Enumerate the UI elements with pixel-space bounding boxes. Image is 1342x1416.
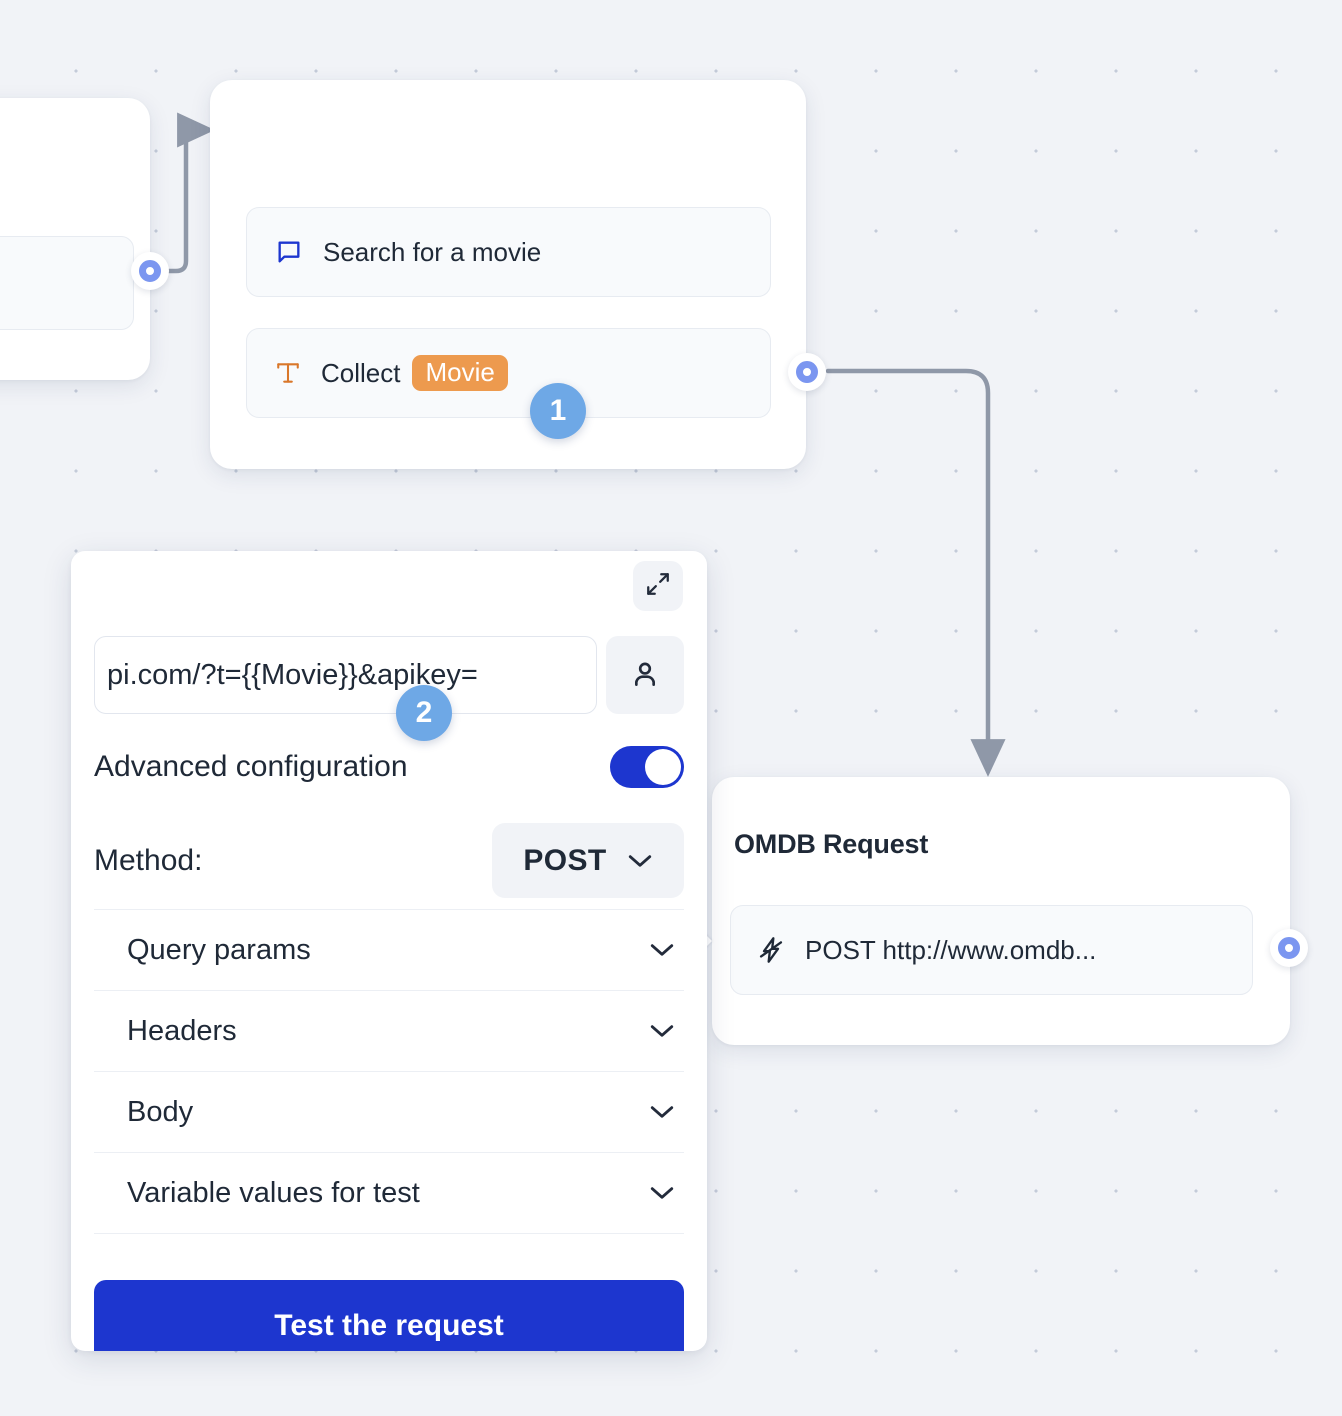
advanced-configuration-label: Advanced configuration	[94, 750, 408, 783]
row-omdb-post[interactable]: POST http://www.omdb...	[730, 905, 1253, 995]
toggle-knob	[645, 749, 681, 785]
authorization-button[interactable]	[606, 636, 684, 714]
port-movie-search-output[interactable]	[788, 353, 826, 391]
method-row: Method: POST	[94, 823, 684, 898]
expand-diagonal-icon	[645, 571, 671, 602]
row-collect-movie[interactable]: Collect Movie	[246, 328, 771, 418]
node-previous-row[interactable]	[0, 236, 134, 330]
section-variable-values-for-test[interactable]: Variable values for test	[94, 1153, 684, 1234]
expand-panel-button[interactable]	[633, 561, 683, 611]
variable-tag-movie[interactable]: Movie	[412, 355, 508, 391]
section-body[interactable]: Body	[94, 1072, 684, 1153]
node-omdb-request-title: OMDB Request	[734, 829, 929, 859]
advanced-configuration-row: Advanced configuration	[94, 746, 684, 788]
lightning-bolt-icon	[757, 935, 785, 965]
row-collect-text: Collect	[321, 357, 401, 388]
chevron-down-icon	[649, 1185, 675, 1201]
section-label: Variable values for test	[127, 1176, 420, 1209]
method-value: POST	[523, 843, 607, 877]
request-configuration-panel[interactable]: Advanced configuration Method: POST Quer…	[71, 551, 707, 1351]
chevron-down-icon	[649, 1104, 675, 1120]
chevron-down-icon	[649, 1023, 675, 1039]
section-query-params[interactable]: Query params	[94, 910, 684, 991]
chat-bubble-icon	[275, 238, 303, 266]
node-previous-partial[interactable]	[0, 98, 150, 380]
row-collect-label: Collect Movie	[321, 355, 508, 391]
chevron-down-icon	[649, 942, 675, 958]
chevron-down-icon	[627, 853, 653, 869]
method-label: Method:	[94, 843, 203, 877]
advanced-configuration-toggle[interactable]	[610, 746, 684, 788]
step-badge-2: 2	[396, 685, 452, 741]
port-omdb-request-output[interactable]	[1270, 929, 1308, 967]
row-search-for-a-movie[interactable]: Search for a movie	[246, 207, 771, 297]
port-previous-output[interactable]	[131, 252, 169, 290]
section-label: Body	[127, 1095, 194, 1128]
request-sections-accordion: Query params Headers Body Variable value…	[94, 909, 684, 1234]
row-search-label: Search for a movie	[323, 236, 542, 267]
request-url-input[interactable]	[94, 636, 597, 714]
person-icon	[629, 658, 661, 693]
text-t-icon	[275, 359, 301, 387]
edge-prev-to-movie	[166, 112, 215, 274]
section-label: Query params	[127, 933, 311, 966]
method-select[interactable]: POST	[492, 823, 684, 898]
url-row	[94, 636, 684, 714]
section-headers[interactable]: Headers	[94, 991, 684, 1072]
edge-movie-to-omdb	[825, 368, 1006, 777]
node-omdb-request[interactable]: OMDB Request POST http://www.omdb...	[696, 777, 1290, 1045]
step-badge-1: 1	[530, 383, 586, 439]
section-label: Headers	[127, 1014, 237, 1047]
row-omdb-post-label: POST http://www.omdb...	[805, 934, 1097, 965]
node-movie-search[interactable]: Movie search Search for a movie	[210, 80, 806, 469]
test-the-request-button[interactable]: Test the request	[94, 1280, 684, 1351]
